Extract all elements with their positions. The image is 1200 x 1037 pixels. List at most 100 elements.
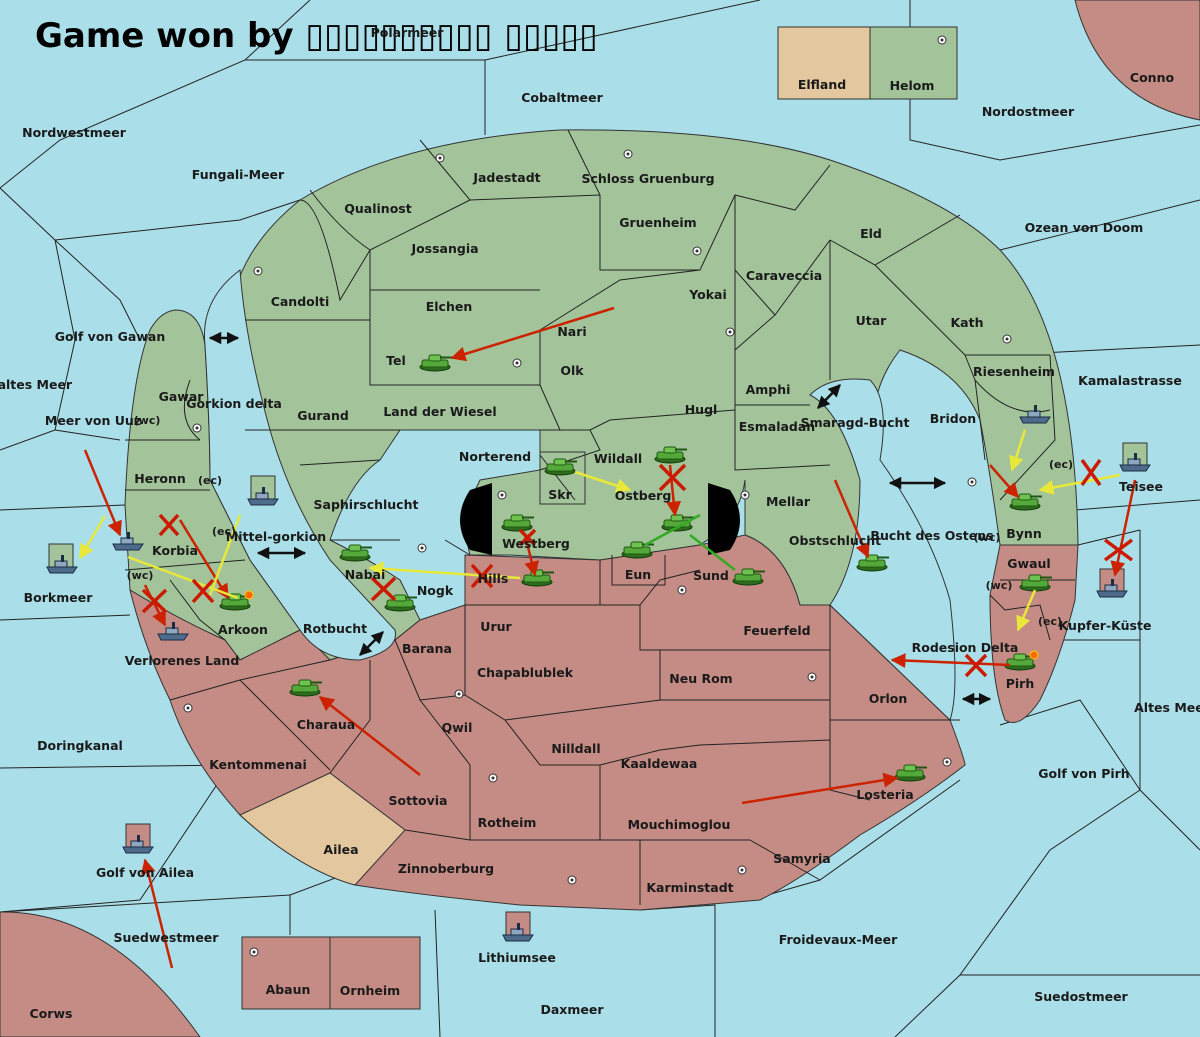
- label-jossangia: Jossangia: [410, 241, 478, 256]
- label-coast-heronn-ec: (ec): [198, 474, 222, 487]
- label-arkoon: Arkoon: [218, 622, 268, 637]
- region-ornheim[interactable]: [329, 936, 421, 1010]
- label-mellar: Mellar: [766, 494, 811, 509]
- region-gwaul-pirh[interactable]: [989, 544, 1079, 723]
- label-mittelgorkion: Mittel-gorkion: [226, 529, 326, 544]
- label-zinnoberburg: Zinnoberburg: [398, 861, 494, 876]
- label-utar: Utar: [856, 313, 888, 328]
- marker-black-cap-west: [460, 483, 492, 555]
- label-sottovia: Sottovia: [389, 793, 448, 808]
- label-samyria: Samyria: [773, 851, 831, 866]
- label-doringkanal: Doringkanal: [37, 738, 123, 753]
- label-coast-bynn-ec: (ec): [1049, 458, 1073, 471]
- label-nordwestmeer: Nordwestmeer: [22, 125, 127, 140]
- label-losteria: Losteria: [856, 787, 913, 802]
- label-teisee: Teisee: [1119, 479, 1163, 494]
- game-result-title: Game won by ▯▯▯▯▯▯▯▯▯▯ ▯▯▯▯▯: [35, 16, 598, 56]
- label-mouchi: Mouchimoglou: [628, 817, 731, 832]
- label-gurand: Gurand: [297, 408, 349, 423]
- label-borkmeer: Borkmeer: [24, 590, 94, 605]
- label-coast-pirh-ec: (ec): [1038, 615, 1062, 628]
- label-suedwestmeer: Suedwestmeer: [114, 930, 220, 945]
- label-ailea: Ailea: [323, 842, 358, 857]
- label-fungali: Fungali-Meer: [192, 167, 285, 182]
- label-lithiumsee: Lithiumsee: [478, 950, 556, 965]
- label-gawar: Gawar: [159, 389, 205, 404]
- label-pirh: Pirh: [1006, 676, 1035, 691]
- label-yokai: Yokai: [688, 287, 727, 302]
- label-nilldall: Nilldall: [551, 741, 600, 756]
- region-elfland[interactable]: [777, 26, 871, 100]
- label-nabai: Nabai: [345, 567, 386, 582]
- label-kaaldewaa: Kaaldewaa: [621, 756, 698, 771]
- label-elchen: Elchen: [426, 299, 473, 314]
- order-arrows: [78, 306, 1137, 969]
- label-meer-uuz: Meer von Uuz: [45, 413, 141, 428]
- label-coast-korbia-ec: (ec): [212, 525, 236, 538]
- label-smaragd: Smaragd-Bucht: [801, 415, 910, 430]
- label-altes: Altes Meer: [1134, 700, 1200, 715]
- label-wildall: Wildall: [594, 451, 642, 466]
- label-coast-gawar-wc: (wc): [134, 414, 161, 427]
- label-nogk: Nogk: [417, 583, 454, 598]
- label-caraveccia: Caraveccia: [746, 268, 822, 283]
- label-kamalastrasse: Kamalastrasse: [1078, 373, 1182, 388]
- label-esmaladan: Esmaladan: [739, 419, 815, 434]
- land-borders: [124, 129, 1075, 905]
- label-amphi: Amphi: [746, 382, 791, 397]
- label-kath: Kath: [951, 315, 984, 330]
- label-ostberg: Ostberg: [615, 488, 672, 503]
- label-eld: Eld: [860, 226, 882, 241]
- label-golf-ailea: Golf von Ailea: [96, 865, 194, 880]
- label-tel: Tel: [386, 353, 406, 368]
- label-feuerfeld: Feuerfeld: [743, 623, 810, 638]
- label-jadestadt: Jadestadt: [472, 170, 540, 185]
- label-olk: Olk: [560, 363, 584, 378]
- label-korbia: Korbia: [152, 543, 198, 558]
- label-schloss: Schloss Gruenburg: [581, 171, 714, 186]
- label-froidevaux: Froidevaux-Meer: [779, 932, 898, 947]
- map-labels: Polarmeer Cobaltmeer Nordwestmeer Fungal…: [0, 25, 1200, 1021]
- label-heronn: Heronn: [134, 471, 186, 486]
- label-qwil: Qwil: [442, 720, 473, 735]
- label-bynn: Bynn: [1006, 526, 1041, 541]
- label-golf-pirh: Golf von Pirh: [1038, 766, 1129, 781]
- marker-black-cap-east: [708, 483, 740, 555]
- label-nari: Nari: [557, 324, 586, 339]
- region-corws[interactable]: [0, 911, 201, 1037]
- label-kupferkueste: Kupfer-Küste: [1059, 618, 1152, 633]
- label-ornheim: Ornheim: [340, 983, 400, 998]
- label-corws: Corws: [30, 1006, 73, 1021]
- label-kaltes: Kaltes Meer: [0, 377, 73, 392]
- label-hugl: Hugl: [685, 402, 718, 417]
- label-barana: Barana: [402, 641, 452, 656]
- region-ailea[interactable]: [239, 772, 406, 886]
- supply-centers: [183, 35, 1012, 957]
- label-westberg: Westberg: [502, 536, 570, 551]
- label-helom: Helom: [890, 78, 935, 93]
- label-ozean: Ozean von Doom: [1025, 220, 1144, 235]
- label-abaun: Abaun: [266, 982, 311, 997]
- label-rotbucht: Rotbucht: [303, 621, 367, 636]
- label-bucht-ostens: Bucht des Ostens: [870, 528, 993, 543]
- label-riesenheim: Riesenheim: [973, 364, 1055, 379]
- label-coast-korbia-wc: (wc): [127, 569, 154, 582]
- label-kentommenai: Kentommenai: [209, 757, 307, 772]
- label-elfland: Elfland: [798, 77, 846, 92]
- region-skr-box: [539, 451, 586, 505]
- label-skr: Skr: [548, 487, 572, 502]
- label-chapa: Chapablublek: [477, 665, 574, 680]
- label-urur: Urur: [480, 619, 512, 634]
- explosion-markers: [244, 590, 1039, 660]
- label-norterend: Norterend: [459, 449, 531, 464]
- label-saphir: Saphirschlucht: [314, 497, 419, 512]
- label-rotheim: Rotheim: [478, 815, 537, 830]
- label-sund: Sund: [693, 568, 729, 583]
- label-eun: Eun: [625, 567, 651, 582]
- label-karminstadt: Karminstadt: [646, 880, 733, 895]
- label-conno: Conno: [1130, 70, 1175, 85]
- label-obstschlucht: Obstschlucht: [789, 533, 881, 548]
- label-rodesion: Rodesion Delta: [912, 640, 1019, 655]
- label-hills: Hills: [478, 571, 509, 586]
